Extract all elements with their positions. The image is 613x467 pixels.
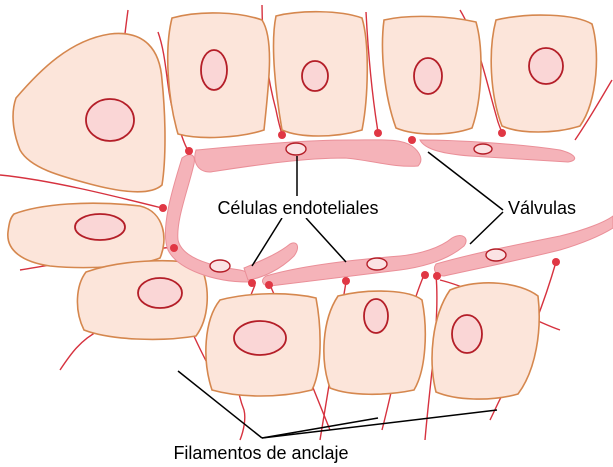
- leader-line: [262, 418, 378, 438]
- endothelial-nucleus: [210, 260, 230, 272]
- anchor-point: [170, 244, 178, 252]
- leader-line: [428, 152, 503, 210]
- anchor-point: [433, 272, 441, 280]
- anchor-point: [408, 136, 416, 144]
- endothelial-nucleus: [486, 249, 506, 261]
- anchor-point: [498, 129, 506, 137]
- anchor-point: [342, 277, 350, 285]
- anchor-point: [265, 281, 273, 289]
- cell-nucleus: [138, 278, 182, 308]
- leader-line: [262, 410, 497, 438]
- cell-nucleus: [234, 321, 286, 355]
- anchor-point: [159, 204, 167, 212]
- tissue-cell: [432, 283, 539, 399]
- endothelial-nucleus: [286, 143, 306, 155]
- filament: [60, 330, 100, 370]
- cell-nucleus: [414, 58, 442, 94]
- anchor-point: [278, 131, 286, 139]
- cell-nucleus: [86, 99, 134, 141]
- endothelial-cell: [195, 140, 421, 172]
- leader-line: [470, 212, 503, 244]
- cell-nucleus: [364, 299, 388, 333]
- endothelial-cell: [420, 140, 575, 162]
- leader-line: [306, 218, 346, 262]
- cell-nucleus: [302, 61, 328, 91]
- cell-nucleus: [75, 214, 125, 240]
- cell-nucleus: [529, 48, 563, 84]
- label-valves: Válvulas: [508, 198, 576, 218]
- cell-nucleus: [201, 50, 227, 90]
- anchor-point: [421, 271, 429, 279]
- anchor-point: [552, 258, 560, 266]
- cell-nucleus: [452, 315, 482, 353]
- anchor-point: [185, 147, 193, 155]
- label-anchoring-filaments: Filamentos de anclaje: [173, 443, 348, 463]
- endothelial-nucleus: [474, 144, 492, 154]
- label-endothelial-cells: Células endoteliales: [217, 198, 378, 218]
- endothelial-nucleus: [367, 258, 387, 270]
- anchor-point: [374, 129, 382, 137]
- anchor-point: [248, 279, 256, 287]
